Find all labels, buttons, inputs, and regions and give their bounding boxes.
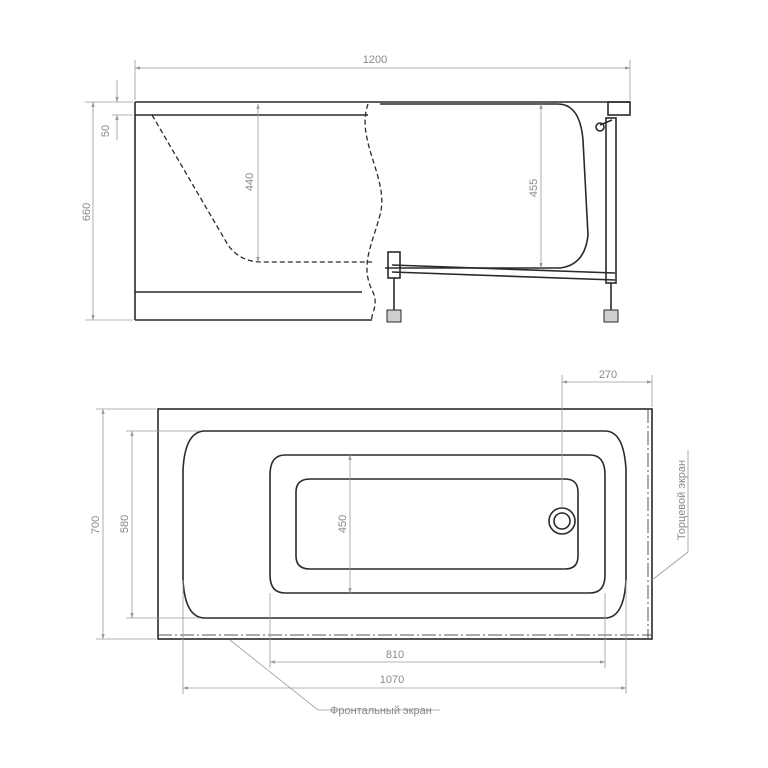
dim-depth-right: 455 [528,179,540,197]
visible-bowl-outline [380,103,589,269]
dim-drain-offset: 270 [599,369,617,381]
frame-rail-bottom [391,271,616,281]
bowl-slope-contour [269,454,606,594]
dim-length: 1200 [363,54,387,66]
dim-width: 700 [90,516,102,534]
dim-rim: 50 [100,125,112,137]
dim-depth-left: 440 [244,173,256,191]
overflow-fitting [607,101,631,116]
dim-total-height: 660 [81,203,93,221]
dim-bottom-width: 450 [337,515,349,533]
drain-inner [553,512,571,530]
overflow-joint [595,122,605,132]
end-panel-label: Торцевой экран [676,460,688,540]
front-panel-label: Фронтальный экран [330,705,432,717]
drain-outer [548,507,576,535]
dim-inner-width: 580 [119,515,131,533]
right-frame-post [605,117,617,284]
bowl-opening [182,430,627,619]
frame-rail-top [391,264,616,274]
front-panel-leader [229,639,440,711]
outer-rim [157,408,653,640]
break-line [364,103,383,321]
top-view: 270 700 580 450 810 1070 Фронтальный экр… [90,369,689,717]
dim-bottom-length: 810 [386,649,404,661]
end-panel-leader [651,450,689,581]
dim-inner-length: 1070 [380,674,404,686]
bowl-flat-bottom [295,478,579,570]
side-view: 1200 660 50 440 455 [81,54,631,323]
left-foot-pad [386,309,402,323]
hidden-bowl-outline [151,114,372,263]
right-foot-pad [603,309,619,323]
